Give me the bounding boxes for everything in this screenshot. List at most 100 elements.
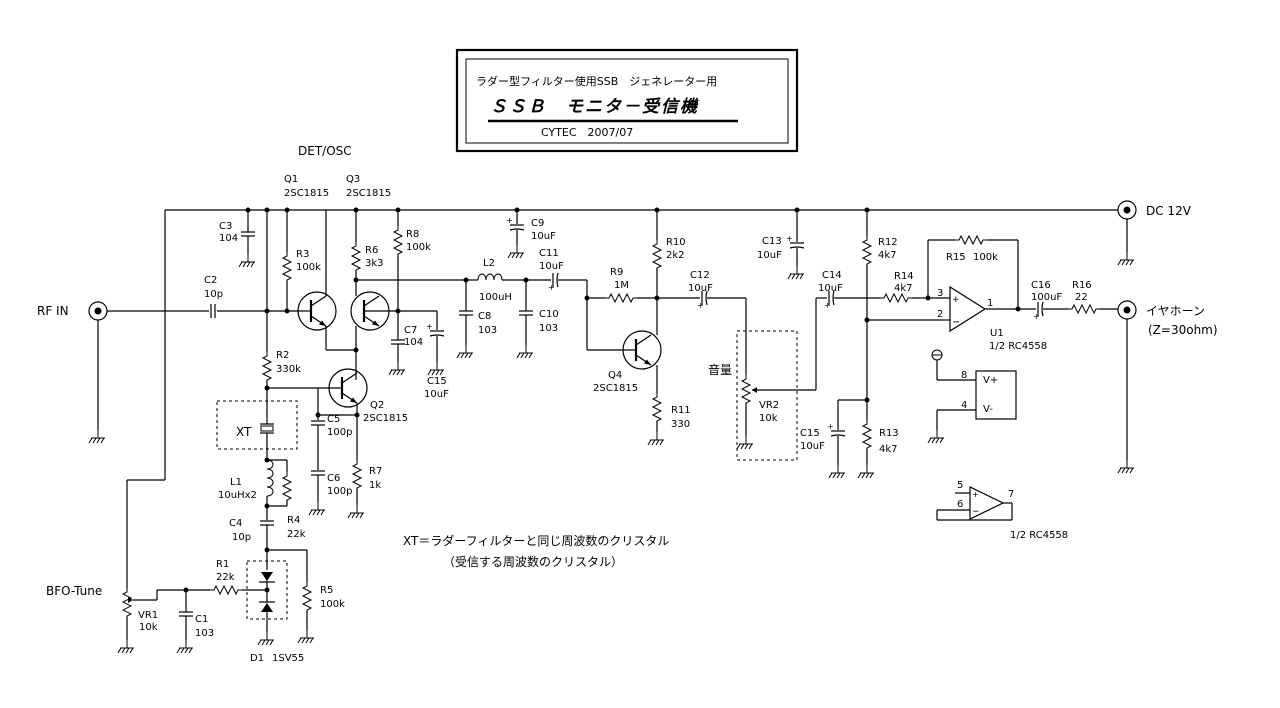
- label-parts-l1-val: 10uHx2: [218, 490, 257, 501]
- r3-resistor: R3 100k: [282, 210, 321, 314]
- label-parts-u1-val: 1/2 RC4558: [989, 341, 1047, 352]
- label-parts-c15b-ref: C15: [800, 428, 820, 439]
- label-parts-vr2-val: 10k: [759, 413, 778, 424]
- label-parts-vr1-val: 10k: [139, 622, 158, 633]
- label-pins-p7: 7: [1008, 489, 1014, 500]
- label-parts-q2-val: 2SC1815: [363, 413, 408, 424]
- q2-transistor: Q2 2SC1815 R7 1k: [267, 367, 408, 519]
- label-parts-r5-val: 100k: [320, 599, 345, 610]
- lc-filter-network: L2 100uH C8 103 C10 103 C9 10uF C11 10uF: [456, 210, 587, 359]
- label-parts-c5-ref: C5: [327, 414, 340, 425]
- label-parts-q2-ref: Q2: [370, 400, 384, 411]
- bfo-tune-label: BFO-Tune: [46, 584, 102, 598]
- vr2-volume[interactable]: 音量 VR2 10k: [708, 330, 816, 461]
- label-parts-r8-ref: R8: [406, 229, 419, 240]
- label-parts-q3-val: 2SC1815: [346, 188, 391, 199]
- label-parts-c14-val: 10uF: [818, 283, 843, 294]
- title-line3: CYTEC 2007/07: [541, 126, 633, 139]
- label-parts-r10-val: 2k2: [666, 250, 685, 261]
- label-parts-c1-ref: C1: [195, 614, 208, 625]
- label-parts-r14-val: 4k7: [894, 283, 913, 294]
- label-parts-c11-ref: C11: [539, 248, 559, 259]
- det-osc-label: DET/OSC: [298, 144, 352, 158]
- label-parts-c8-val: 103: [478, 325, 497, 336]
- supply-rail: [126, 207, 1118, 588]
- label-parts-c11-val: 10uF: [539, 261, 564, 272]
- label-parts-d1-ref: D1: [250, 653, 264, 664]
- label-parts-c10-val: 103: [539, 323, 558, 334]
- label-parts-q4-ref: Q4: [608, 370, 622, 381]
- c5-c6-capacitors: C5 100p C6 100p: [308, 388, 352, 516]
- label-parts-r2-val: 330k: [276, 364, 301, 375]
- label-parts-q1-val: 2SC1815: [284, 188, 329, 199]
- u1-opamp: + − 3 2 1 R15 100k U1 1/2 RC4558: [927, 235, 1047, 352]
- label-parts-r16-val: 22: [1075, 292, 1088, 303]
- label-parts-r15-val: 100k: [973, 252, 998, 263]
- svg-text:+: +: [972, 490, 979, 499]
- label-parts-r11-val: 330: [671, 419, 690, 430]
- c2-capacitor: C2 10p: [204, 275, 298, 319]
- label-parts-r5-ref: R5: [320, 585, 333, 596]
- label-parts-c2-ref: C2: [204, 275, 217, 286]
- rf-in-label: RF IN: [37, 304, 69, 318]
- label-parts-c14-ref: C14: [822, 270, 842, 281]
- label-parts-c6-ref: C6: [327, 473, 340, 484]
- r5-resistor: R5 100k: [267, 549, 345, 644]
- note-xt-line1: XT＝ラダーフィルターと同じ周波数のクリスタル: [403, 533, 669, 548]
- label-parts-r3-val: 100k: [296, 262, 321, 273]
- label-parts-c7-val: 104: [404, 337, 423, 348]
- c3-capacitor: C3 104: [219, 210, 256, 268]
- label-parts-r9-ref: R9: [610, 267, 623, 278]
- label-parts-c13-val: 10uF: [757, 250, 782, 261]
- label-parts-r6-val: 3k3: [365, 258, 384, 269]
- label-parts-r10-ref: R10: [666, 237, 686, 248]
- label-parts-r1-val: 22k: [216, 572, 235, 583]
- label-parts-c13-ref: C13: [762, 236, 782, 247]
- label-parts-r13-val: 4k7: [879, 444, 898, 455]
- label-parts-c4-ref: C4: [229, 518, 242, 529]
- label-parts-c10-ref: C10: [539, 309, 559, 320]
- label-parts-r4-ref: R4: [287, 515, 300, 526]
- title-line1: ラダー型フィルター使用SSB ジェネレーター用: [476, 74, 717, 88]
- label-parts-r6-ref: R6: [365, 245, 378, 256]
- label-parts-c9-ref: C9: [531, 218, 544, 229]
- label-parts-u1b-val: 1/2 RC4558: [1010, 530, 1068, 541]
- dc-jack: DC 12V: [1117, 200, 1192, 266]
- label-parts-r7-ref: R7: [369, 466, 382, 477]
- svg-text:−: −: [972, 507, 980, 517]
- title-line2: ＳＳＢ モニタ－受信機: [490, 97, 700, 117]
- earphone-impedance: (Z=30ohm): [1148, 323, 1218, 337]
- label-parts-vr2-ref: VR2: [759, 400, 779, 411]
- opamp-bias-network: C14 10uF C13 10uF R12 4k7 R13 4k7 C15 10…: [757, 210, 945, 479]
- rf-in-jack: RF IN: [37, 301, 209, 444]
- volume-label: 音量: [708, 362, 732, 377]
- label-parts-c15a-ref: C15: [427, 376, 447, 387]
- label-parts-q4-val: 2SC1815: [593, 383, 638, 394]
- label-parts-q1-ref: Q1: [284, 174, 298, 185]
- earphone-label: イヤホーン: [1146, 304, 1205, 318]
- label-pins-vminus: V-: [983, 404, 993, 415]
- label-parts-r8-val: 100k: [406, 242, 431, 253]
- label-parts-r9-val: 1M: [614, 280, 629, 291]
- label-parts-c1-val: 103: [195, 628, 214, 639]
- q1-transistor: Q1 2SC1815: [284, 174, 356, 351]
- label-parts-r1-ref: R1: [216, 559, 229, 570]
- d1-varicap: D1 1SV55: [246, 560, 304, 664]
- svg-text:+: +: [952, 295, 960, 305]
- q4-amplifier-stage: R9 1M R10 2k2 R11 330 Q4 2SC1815 C12 10u…: [584, 210, 747, 446]
- label-parts-d1-val: 1SV55: [272, 653, 304, 664]
- q1-bias-network: R2 330k: [262, 210, 301, 420]
- title-block: ラダー型フィルター使用SSB ジェネレーター用 ＳＳＢ モニタ－受信機 CYTE…: [455, 48, 799, 153]
- label-parts-c12-val: 10uF: [688, 283, 713, 294]
- label-parts-c5-val: 100p: [327, 427, 352, 438]
- label-pins-p8: 8: [961, 370, 967, 381]
- label-parts-r4-val: 22k: [287, 529, 306, 540]
- label-parts-l2-val: 100uH: [479, 292, 512, 303]
- label-parts-c3-val: 104: [219, 233, 238, 244]
- label-parts-c9-val: 10uF: [531, 231, 556, 242]
- label-parts-c12-ref: C12: [690, 270, 710, 281]
- label-pins-p1: 1: [987, 298, 993, 309]
- label-parts-r3-ref: R3: [296, 249, 309, 260]
- label-parts-c15b-val: 10uF: [800, 441, 825, 452]
- label-pins-p5: 5: [957, 480, 963, 491]
